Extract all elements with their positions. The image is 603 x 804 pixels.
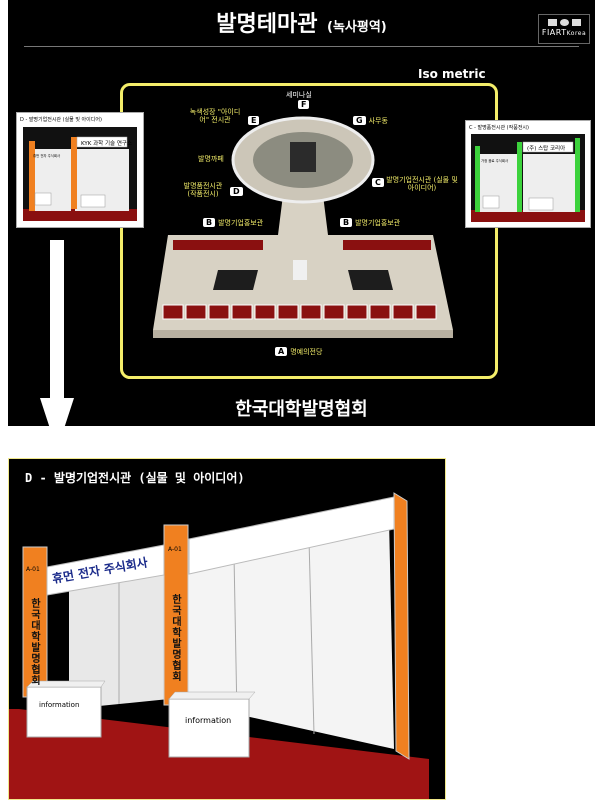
title-divider [24,46,579,47]
counter-right-label: information [185,716,231,725]
booth-code-left: A-01 [26,566,40,573]
inset-right-sign2: 가정 음료 주식회사 [481,158,509,163]
company-sign-board [46,544,165,596]
inset-left: D - 발명기업전시관 (실물 및 아이디어) KYK 과학 기술 연구소 휴먼… [16,112,144,228]
association-title: 한국대학발명협회 [235,399,368,420]
inset-left-sign: KYK 과학 기술 연구소 [81,139,132,147]
inset-right: C - 발명품전시관 (작품전시) (주) 스탑 코리아 가정 음료 주식회사 [465,120,591,228]
down-arrow-shaft [50,240,64,400]
label-f: 세미나실 [286,91,312,99]
inset-left-sign2: 휴먼 전자 주식회사 [33,153,61,158]
left-pillar [23,547,47,697]
counter-left-label: information [39,701,79,709]
iso-label: Iso metric [418,67,486,81]
right-pillar [393,492,410,760]
page-title: 발명테마관 (녹사평역) [8,6,595,38]
badge-c: C [372,178,387,187]
badge-d: D [230,187,246,196]
booth-3d-rendering: 휴먼 전자 주식회사 A-01 A-01 information informa… [9,492,429,799]
booth-code-right: A-01 [168,546,182,553]
counter-left [26,686,102,738]
inset-right-sign: (주) 스탑 코리아 [527,144,565,152]
display-block-left [213,270,258,290]
badge-f: F [298,100,312,109]
hall-front-wall [153,330,453,338]
down-arrow-icon [40,398,74,450]
top-panel: 발명테마관 (녹사평역) FIARTKorea Iso metric [8,0,595,426]
display-block-right [348,270,393,290]
label-cafe: 발명까페 [198,155,224,163]
inset-right-caption: C - 발명품전시관 (작품전시) [469,125,529,131]
back-wall-right [169,519,394,749]
floorplan-frame [120,83,498,379]
booth-row-front [162,304,437,320]
booth-row-back [173,240,431,250]
inset-left-caption: D - 발명기업전시관 (실물 및 아이디어) [20,117,102,123]
logo-text: FIART [541,28,567,37]
floorplan-drawing [153,116,453,338]
inset-right-booth: (주) 스탑 코리아 가정 음료 주식회사 [471,134,585,222]
label-c: 발명기업전시관 (실물 및 아이디어) [386,176,458,192]
title-main: 발명테마관 [216,12,318,37]
pillar-middle-text: 한국대학발명협회 [172,595,182,683]
counter-right [168,698,250,758]
booth-detail-title: D - 발명기업전시관 (실물 및 아이디어) [25,471,245,485]
corridor [278,195,328,235]
center-stand [293,260,307,280]
badge-e: E [248,116,262,125]
booth-detail-panel: D - 발명기업전시관 (실물 및 아이디어) 휴먼 전자 주식회사 A-01 … [8,458,446,800]
inset-left-booth: KYK 과학 기술 연구소 휴먼 전자 주식회사 [23,127,137,221]
middle-pillar [164,525,188,705]
label-e: 녹색성장 "아이디어" 전시관 [189,108,241,124]
center-block [290,142,316,172]
fiart-logo: FIARTKorea [538,14,590,44]
logo-subtext: Korea [566,30,587,37]
title-sub: (녹사평역) [327,20,387,35]
pillar-left-text: 한국대학발명협회 [31,599,41,687]
label-d: 발명품전시관 (작품전시) [183,182,223,198]
